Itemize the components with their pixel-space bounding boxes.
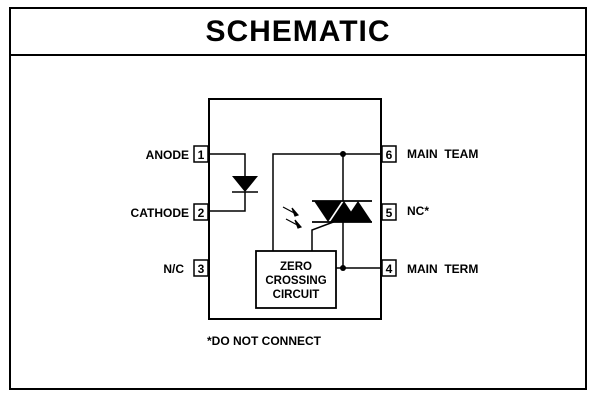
pin-3-number: 3 bbox=[198, 262, 205, 276]
light-emission-arrows-icon bbox=[282, 206, 303, 229]
schematic-frame: SCHEMATIC bbox=[9, 7, 587, 390]
junction-dot-top bbox=[340, 151, 346, 157]
pin-6: 6 bbox=[381, 145, 397, 163]
title-bar: SCHEMATIC bbox=[11, 9, 585, 56]
pin-2: 2 bbox=[193, 203, 209, 221]
page-title: SCHEMATIC bbox=[205, 14, 391, 48]
triac-icon bbox=[312, 200, 372, 223]
pin-2-label: CATHODE bbox=[131, 206, 189, 220]
pin-1: 1 bbox=[193, 145, 209, 163]
zero-crossing-box bbox=[255, 250, 337, 309]
pin-4: 4 bbox=[381, 259, 397, 277]
led-diode-icon bbox=[232, 176, 258, 192]
zero-crossing-line2: CROSSING bbox=[265, 275, 326, 287]
pin-2-number: 2 bbox=[198, 206, 205, 220]
pin-6-number: 6 bbox=[386, 148, 393, 162]
zero-crossing-line1: ZERO bbox=[280, 261, 312, 273]
pin-4-label: MAIN TERM bbox=[407, 262, 478, 276]
pin-6-label: MAIN TEAM bbox=[407, 147, 478, 161]
pin-1-label: ANODE bbox=[146, 148, 189, 162]
pin-5: 5 bbox=[381, 203, 397, 221]
pin-3: 3 bbox=[193, 259, 209, 277]
pin-5-number: 5 bbox=[386, 206, 393, 220]
pin-5-label: NC* bbox=[407, 204, 429, 218]
junction-dot-bottom bbox=[340, 265, 346, 271]
pin-3-label: N/C bbox=[163, 262, 184, 276]
pin-4-number: 4 bbox=[386, 262, 393, 276]
package-outline bbox=[208, 98, 382, 320]
zero-crossing-line3: CIRCUIT bbox=[273, 289, 320, 301]
footnote: *DO NOT CONNECT bbox=[207, 334, 322, 348]
pin-1-number: 1 bbox=[198, 148, 205, 162]
